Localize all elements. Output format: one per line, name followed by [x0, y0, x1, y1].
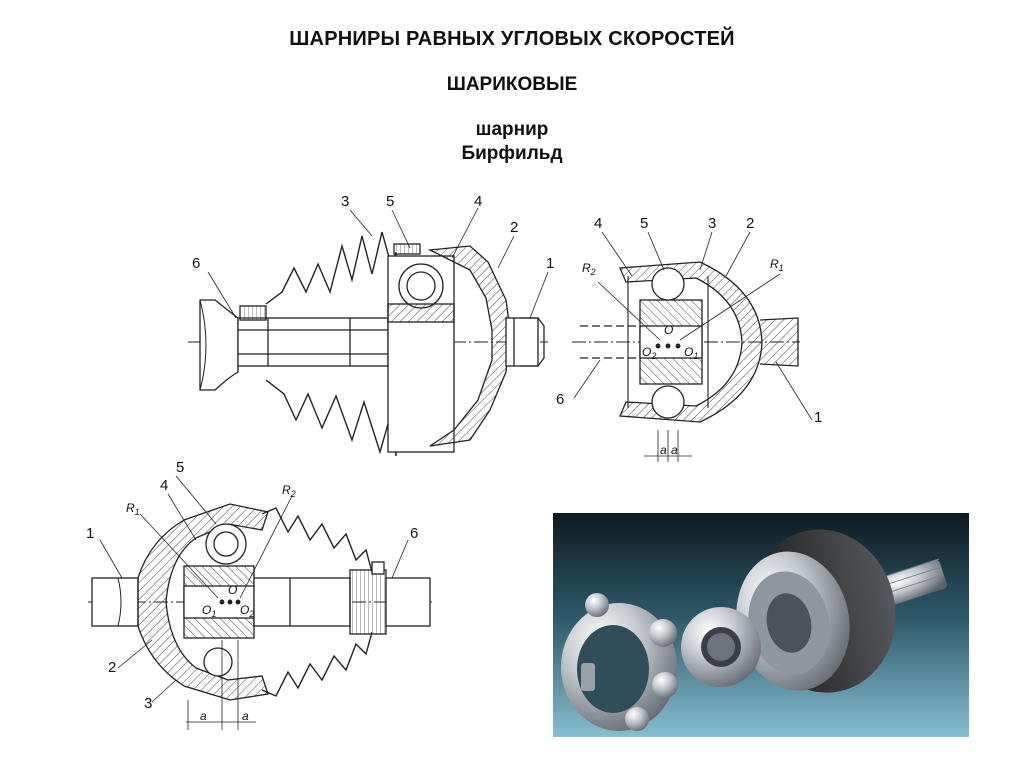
- fig-c-label-1: 1: [86, 525, 94, 542]
- fig-c-label-a1: a: [200, 709, 207, 723]
- fig-a-label-1: 1: [546, 255, 554, 272]
- fig-b-label-6: 6: [556, 391, 564, 408]
- figure-a-labels: 6 3 5 4 2 1: [192, 193, 554, 272]
- photo-inner-race: [681, 607, 761, 687]
- fig-b-label-a2: a: [671, 443, 678, 457]
- photo-outer-race: [736, 529, 896, 693]
- joint-name: шарнир Бирфильд: [0, 118, 1024, 166]
- photo-cage: [561, 593, 678, 731]
- joint-photo: [553, 513, 969, 737]
- fig-c-label-o1: O1: [202, 603, 216, 619]
- fig-b-label-2: 2: [746, 215, 754, 232]
- fig-a-label-5: 5: [386, 193, 394, 210]
- fig-c-label-a2: a: [242, 709, 249, 723]
- fig-c-label-o2: O2: [240, 603, 254, 619]
- figure-c-section-view: [88, 475, 432, 730]
- fig-a-label-4: 4: [474, 193, 482, 210]
- fig-c-label-r1: R1: [126, 501, 140, 517]
- fig-b-label-4: 4: [594, 215, 602, 232]
- page-subtitle: ШАРИКОВЫЕ: [446, 74, 578, 95]
- figure-b-labels: 4 5 3 2 R2 R1 O O2 O1 6 1 a a: [556, 215, 822, 457]
- fig-a-label-3: 3: [341, 193, 349, 210]
- joint-name-line2: Бирфильд: [461, 143, 563, 164]
- fig-a-label-6: 6: [192, 255, 200, 272]
- fig-b-label-o: O: [664, 323, 673, 337]
- joint-photo-illustration: [553, 513, 969, 737]
- fig-a-label-2: 2: [510, 219, 518, 236]
- fig-b-label-o2: O2: [642, 345, 656, 361]
- fig-b-label-r2: R2: [582, 261, 596, 277]
- fig-c-label-3: 3: [144, 695, 152, 712]
- fig-b-label-r1: R1: [770, 257, 784, 273]
- fig-c-label-o: O: [228, 583, 237, 597]
- fig-b-label-3: 3: [708, 215, 716, 232]
- fig-c-label-2: 2: [108, 659, 116, 676]
- joint-name-line1: шарнир: [475, 119, 549, 140]
- fig-b-label-a1: a: [660, 443, 667, 457]
- figure-c-labels: 5 4 R1 R2 1 6 O O1 O2 2 3 a a: [86, 459, 418, 723]
- figure-a-section-view: [188, 207, 549, 457]
- fig-c-label-6: 6: [410, 525, 418, 542]
- fig-b-label-o1: O1: [684, 345, 698, 361]
- page-title: ШАРНИРЫ РАВНЫХ УГЛОВЫХ СКОРОСТЕЙ: [289, 28, 735, 50]
- fig-b-label-5: 5: [640, 215, 648, 232]
- fig-c-label-5: 5: [176, 459, 184, 476]
- fig-b-label-1: 1: [814, 409, 822, 426]
- fig-c-label-4: 4: [160, 477, 168, 494]
- figure-b-schematic: [572, 231, 813, 462]
- fig-c-label-r2: R2: [282, 483, 296, 499]
